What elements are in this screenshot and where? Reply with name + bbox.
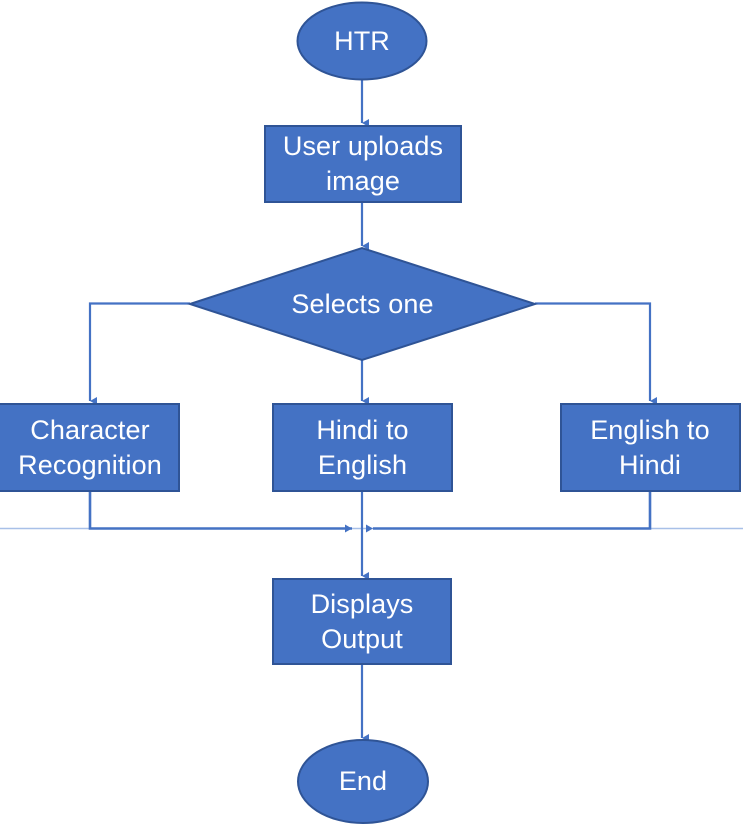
node-end-shape[interactable] [297,739,429,824]
node-decision-shape[interactable] [186,246,539,362]
connector-decision-to-english-to-hindi [535,302,657,405]
node-branch-right-shape[interactable] [560,403,741,492]
node-output-shape[interactable] [272,578,452,665]
node-branch-left-shape[interactable] [0,403,180,492]
connector-decision-to-character-recognition [88,302,190,405]
node-start-shape[interactable] [296,1,428,81]
node-upload-shape[interactable] [264,125,462,203]
connector-character-recognition-to-merge [88,492,352,533]
connector-english-to-hindi-to-merge [366,492,652,533]
node-branch-center-shape[interactable] [272,403,453,492]
